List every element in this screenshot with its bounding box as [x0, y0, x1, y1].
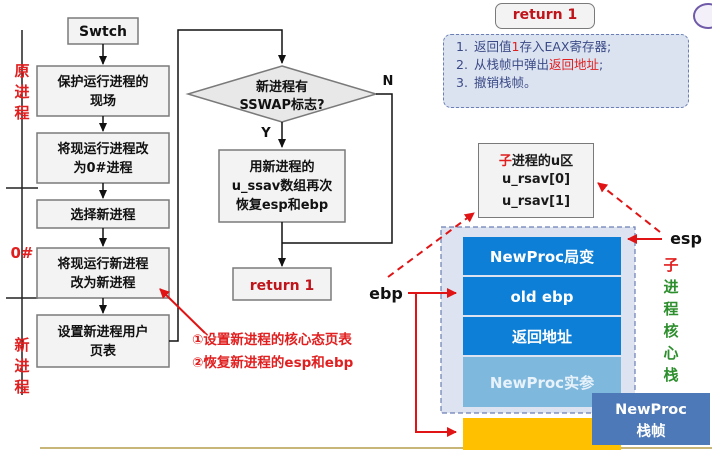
child-u-area-box: 子进程的u区 u_rsav[0] u_rsav[1]: [478, 143, 594, 218]
decision-label: SSWAP标志?: [239, 97, 324, 113]
return-step-text: 存入EAX寄存器;: [519, 39, 612, 54]
annotation-line1: ①设置新进程的核心态页表: [192, 331, 352, 348]
step-page-table-box: [36, 314, 170, 368]
restore-label: u_ssav数组再次: [232, 178, 332, 194]
side-label-new: 程: [14, 378, 29, 396]
stack-cell-locals-label: NewProc局变: [490, 248, 594, 266]
u-area-row-rsav1: u_rsav[1]: [501, 194, 571, 209]
flow-connector-no: [282, 93, 393, 244]
return-step-num: 2.: [456, 57, 468, 72]
return-label: return 1: [250, 278, 315, 294]
step-to-proc0-label: 为0#进程: [74, 160, 133, 176]
return-step-highlight: 1: [511, 39, 520, 54]
ebp-chain-arrow: [415, 293, 457, 437]
ebp-saved-link: [387, 212, 475, 278]
flow-connector: [169, 29, 286, 342]
step-to-proc0-box: [36, 132, 170, 184]
vertical-label-char: 心: [663, 344, 678, 362]
stack-cell-ret-addr: [463, 317, 621, 355]
step-select-box: [36, 199, 170, 229]
step-to-new-box: [36, 247, 170, 299]
return-step-text: 从栈帧中弹出: [474, 57, 550, 72]
u-area-title: 子进程的u区: [479, 150, 593, 169]
vertical-label-char: 子: [663, 256, 678, 274]
esp-label: esp: [670, 229, 702, 248]
stack-cell-locals: [463, 237, 621, 275]
return-step-text: 返回值: [474, 39, 512, 54]
return-step-num: 1.: [456, 39, 468, 54]
return-step: 2. 从栈帧中弹出返回地址;: [456, 56, 682, 74]
u-area-row-rsav0: u_rsav[0]: [501, 172, 571, 187]
esp-saved-link: [597, 182, 661, 233]
return-step-num: 3.: [456, 75, 468, 90]
restore-label: 用新进程的: [248, 159, 314, 175]
stack-frame-badge-line1: NewProc: [615, 402, 687, 418]
stack-cell-args-label: NewProc实参: [490, 374, 595, 392]
return-step: 1. 返回值1存入EAX寄存器;: [456, 38, 682, 56]
u-area-title-highlight: 子: [498, 154, 512, 169]
vertical-label-char: 程: [663, 300, 678, 318]
step-to-proc0-label: 将现运行进程改: [57, 141, 149, 157]
stack-cell-old-ebp-label: old ebp: [510, 288, 573, 306]
step-save-context-label: 保护运行进程的: [56, 74, 148, 90]
vertical-label-char: 栈: [663, 366, 678, 384]
u-area-title-text: 进程的u区: [511, 154, 574, 169]
stack-frame-badge: [592, 393, 710, 445]
step-select-label: 选择新进程: [70, 207, 135, 223]
stack-frame-badge-line2: 栈帧: [637, 422, 666, 440]
annotation-arrow: [159, 288, 206, 334]
step-save-context-label: 现场: [90, 94, 116, 109]
no-label: N: [383, 74, 394, 89]
annotation-line2: ②恢复新进程的esp和ebp: [192, 354, 354, 371]
step-page-table-label: 页表: [90, 343, 117, 359]
return-step-text: ;: [599, 57, 604, 72]
side-label-new: 新: [14, 336, 29, 354]
step-page-table-label: 设置新进程用户: [57, 324, 148, 340]
side-label-new: 进: [14, 357, 29, 375]
restore-box: [218, 149, 346, 223]
swtch-box: [67, 17, 139, 45]
step-save-context-box: [36, 65, 170, 117]
ebp-label: ebp: [369, 284, 403, 303]
swtch-label: Swtch: [79, 24, 127, 40]
decision-label: 新进程有: [256, 79, 308, 95]
return-steps-box: 1. 返回值1存入EAX寄存器; 2. 从栈帧中弹出返回地址; 3. 撤销栈帧。: [443, 34, 689, 108]
stack-cell-ret-addr-label: 返回地址: [512, 328, 572, 346]
side-label-origin: 进: [14, 83, 29, 101]
step-to-new-label: 将现运行新进程: [57, 256, 148, 272]
return-title: return 1: [512, 7, 578, 23]
restore-label: 恢复esp和ebp: [236, 197, 328, 213]
corner-badge-icon: [693, 3, 712, 29]
stack-cell-old-ebp: [463, 277, 621, 315]
return-step: 3. 撤销栈帧。: [456, 74, 682, 92]
side-label-origin: 程: [14, 104, 29, 122]
side-label-zero: 0#: [10, 244, 33, 262]
return-step-highlight: 返回地址: [549, 57, 600, 72]
return-title-box: return 1: [495, 3, 595, 29]
side-label-origin: 原: [14, 62, 29, 80]
vertical-label-char: 核: [663, 322, 678, 340]
yes-label: Y: [260, 126, 271, 141]
step-to-new-label: 改为新进程: [70, 275, 135, 291]
return-step-text: 撤销栈帧。: [474, 75, 537, 90]
return-box: [232, 267, 332, 301]
vertical-label-char: 进: [663, 278, 678, 296]
